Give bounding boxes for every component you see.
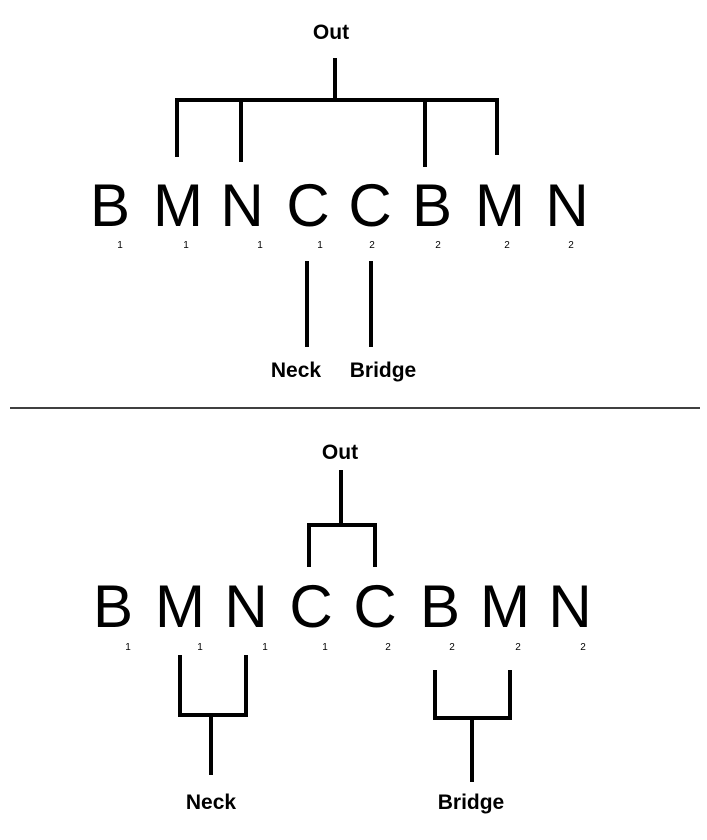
bottom-letter-subscript: 2 (515, 642, 521, 653)
top-letter: C (348, 172, 391, 239)
bottom-letter-subscript: 2 (449, 642, 455, 653)
bottom-bridge-label: Bridge (438, 791, 505, 814)
bottom-neck-label: Neck (186, 791, 237, 814)
bottom-out-connector (307, 470, 377, 567)
top-letter: C (286, 172, 329, 239)
top-letter-subscript: 1 (117, 240, 123, 251)
bottom-letter: B (93, 573, 133, 640)
top-neck-label: Neck (271, 359, 322, 382)
bottom-bridge-connector (433, 670, 512, 782)
bottom-letter-row: B 1 M 1 N 1 C 1 C 2 B 2 M 2 N 2 (93, 573, 592, 653)
top-out-connector (175, 58, 499, 167)
top-letter-subscript: 2 (435, 240, 441, 251)
bottom-letter-subscript: 1 (197, 642, 203, 653)
top-neck-bridge-leads (305, 261, 373, 347)
bottom-letter: C (289, 573, 332, 640)
top-letter-subscript: 2 (369, 240, 375, 251)
bottom-out-label: Out (322, 441, 358, 464)
top-letter-subscript: 1 (317, 240, 323, 251)
bottom-diagram: Out B 1 M 1 N 1 C 1 C 2 B 2 M 2 N 2 Neck Bridge (93, 441, 592, 814)
bottom-letter-subscript: 1 (125, 642, 131, 653)
bottom-letter-subscript: 1 (262, 642, 268, 653)
top-bridge-label: Bridge (350, 359, 417, 382)
top-letter: M (153, 172, 203, 239)
top-letter-subscript: 2 (568, 240, 574, 251)
bottom-letter-subscript: 1 (322, 642, 328, 653)
bottom-letter-subscript: 2 (385, 642, 391, 653)
top-letter: N (545, 172, 588, 239)
top-letter-subscript: 2 (504, 240, 510, 251)
top-letter: M (475, 172, 525, 239)
bottom-letter: N (224, 573, 267, 640)
bottom-letter: M (155, 573, 205, 640)
top-letter: N (220, 172, 263, 239)
bottom-letter: M (480, 573, 530, 640)
bottom-letter: C (353, 573, 396, 640)
top-letter: B (90, 172, 130, 239)
top-letter-subscript: 1 (257, 240, 263, 251)
top-letter: B (412, 172, 452, 239)
bottom-neck-connector (178, 655, 248, 775)
bottom-letter: N (548, 573, 591, 640)
top-letter-subscript: 1 (183, 240, 189, 251)
bottom-letter: B (420, 573, 460, 640)
bottom-letter-subscript: 2 (580, 642, 586, 653)
top-out-label: Out (313, 21, 349, 44)
